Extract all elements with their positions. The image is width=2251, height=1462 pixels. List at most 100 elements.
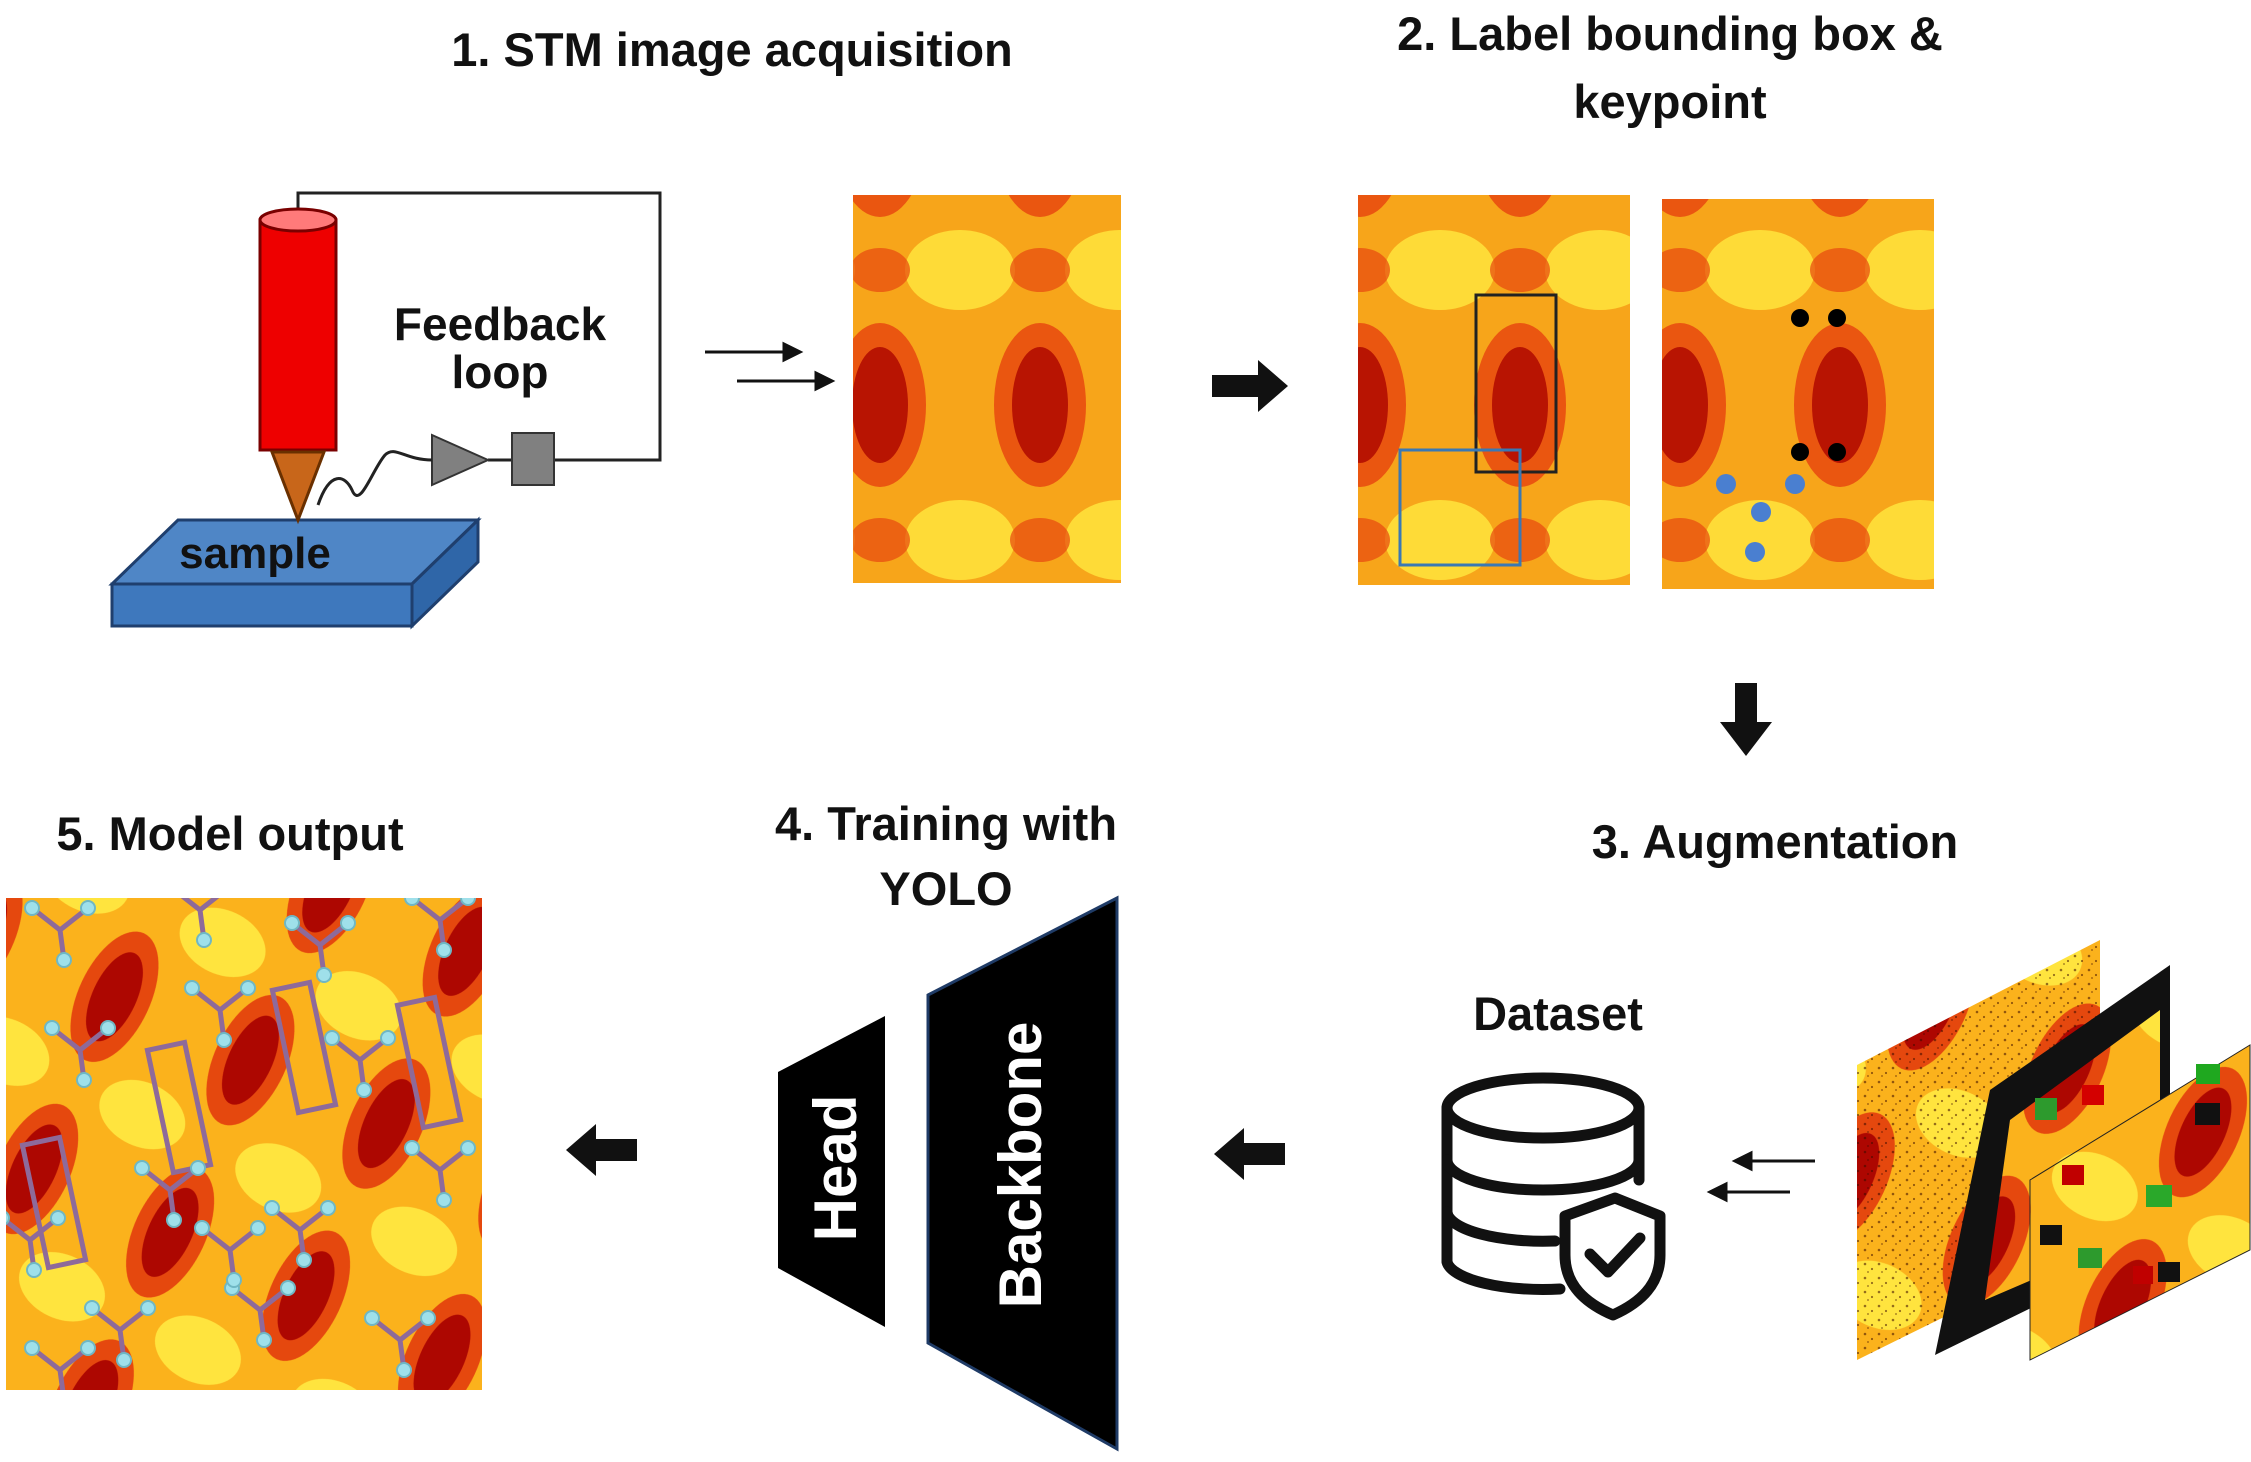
predicted-keypoint (380, 1030, 396, 1046)
predicted-keypoint (50, 1210, 66, 1226)
step4-title-line2: YOLO (879, 862, 1012, 915)
predicted-keypoint (57, 1393, 71, 1407)
predicted-keypoint (134, 1160, 150, 1176)
predicted-keypoint (184, 980, 200, 996)
predicted-keypoint (404, 898, 420, 906)
predicted-bounding-box (269, 979, 339, 1116)
tip-point (269, 450, 327, 525)
step2-title-line1: 2. Label bounding box & (1397, 7, 1943, 60)
predicted-keypoint (100, 1020, 116, 1036)
predicted-keypoint (165, 881, 179, 895)
amplifier-icon (431, 433, 491, 487)
head-block (778, 1016, 885, 1327)
bbox-label-image (1358, 195, 1630, 585)
sample-label: sample (179, 529, 331, 578)
predicted-keypoint (56, 952, 72, 968)
predicted-keypoint (80, 1340, 96, 1356)
cutout-black (2158, 1262, 2180, 1282)
predicted-keypoint (320, 1200, 336, 1216)
keypoint-skeleton-edge (198, 898, 220, 912)
database-shield-icon (1441, 1072, 1666, 1321)
predicted-keypoint (226, 1272, 242, 1288)
sample-slab-front (110, 582, 414, 628)
predicted-bounding-box (19, 1134, 89, 1271)
predicted-keypoint (296, 1252, 312, 1268)
predicted-keypoint (316, 967, 332, 983)
yolo-network: Head Backbone (778, 895, 1119, 1452)
tip-cylinder-top (258, 207, 338, 233)
tip-cylinder (258, 218, 338, 452)
predicted-keypoint (196, 932, 212, 948)
step2-title-line2: keypoint (1573, 75, 1767, 128)
cutout-red (2062, 1165, 2084, 1185)
feedback-label-line2: loop (451, 346, 548, 398)
predicted-keypoint (190, 1160, 206, 1176)
scan-arrows-icon (705, 341, 836, 392)
predicted-keypoint (76, 1072, 92, 1088)
keypoint-black (1791, 309, 1809, 327)
transfer-arrows-icon (1706, 1150, 1815, 1203)
step3-title: 3. Augmentation (1592, 815, 1958, 868)
predicted-keypoint (221, 881, 235, 895)
predicted-keypoint (324, 1030, 340, 1046)
stm-setup: sample Feedback loop (108, 191, 662, 630)
predicted-keypoint (194, 1220, 210, 1236)
predicted-keypoint (460, 898, 476, 906)
predicted-keypoint (356, 1082, 372, 1098)
predicted-keypoint (6, 1211, 10, 1225)
controller-box-icon (511, 432, 555, 486)
backbone-block (926, 895, 1119, 1452)
arrow-left-icon (566, 1124, 637, 1176)
predicted-keypoint (26, 1262, 42, 1278)
predicted-keypoint (280, 1280, 296, 1296)
arrow-down-icon (1720, 683, 1772, 756)
cutout-red (2133, 1266, 2153, 1284)
predicted-keypoint (460, 1140, 476, 1156)
predicted-keypoint (44, 1020, 60, 1036)
dataset-label: Dataset (1473, 987, 1643, 1040)
arrow-left-icon (1214, 1128, 1285, 1180)
cutout-green (2196, 1064, 2220, 1084)
bounding-box-black (1474, 293, 1558, 474)
step4-title-line1: 4. Training with (775, 797, 1117, 850)
model-output-image (6, 881, 482, 1407)
keypoint-skeleton-edge (57, 1369, 66, 1390)
keypoint-blue (1751, 502, 1771, 522)
predicted-keypoint (216, 1032, 232, 1048)
cutout-green (2035, 1098, 2057, 1120)
step1-title: 1. STM image acquisition (451, 23, 1013, 76)
head-label: Head (802, 1095, 869, 1242)
predicted-keypoint (364, 1310, 380, 1326)
bounding-box-blue (1398, 448, 1522, 567)
predicted-keypoint (84, 1300, 100, 1316)
keypoint-blue (1716, 474, 1736, 494)
cutout-black (2040, 1225, 2062, 1245)
keypoint-black (1791, 443, 1809, 461)
predicted-keypoint (404, 1140, 420, 1156)
cutout-black (2195, 1103, 2220, 1125)
keypoint-label-image (1662, 199, 1934, 589)
keypoint-black (1828, 309, 1846, 327)
cutout-green (2146, 1185, 2172, 1207)
arrow-right-icon (1212, 360, 1288, 412)
predicted-keypoint (116, 1352, 132, 1368)
predicted-keypoint (284, 915, 300, 931)
predicted-keypoint (436, 1192, 452, 1208)
stm-image (853, 195, 1121, 583)
keypoint-blue (1745, 542, 1765, 562)
predicted-keypoint (250, 1220, 266, 1236)
predicted-bounding-box (394, 994, 464, 1131)
augmented-images (1857, 940, 2251, 1361)
predictions (6, 881, 476, 1407)
feedback-label-line1: Feedback (394, 298, 607, 350)
feedback-wire (296, 191, 662, 462)
predicted-keypoint (166, 1212, 182, 1228)
cutout-green (2078, 1248, 2102, 1268)
predicted-keypoint (340, 915, 356, 931)
predicted-keypoint (24, 1340, 40, 1356)
step5-title: 5. Model output (56, 807, 404, 860)
predicted-keypoint (396, 1362, 412, 1378)
keypoint-black (1828, 443, 1846, 461)
predicted-keypoint (80, 900, 96, 916)
